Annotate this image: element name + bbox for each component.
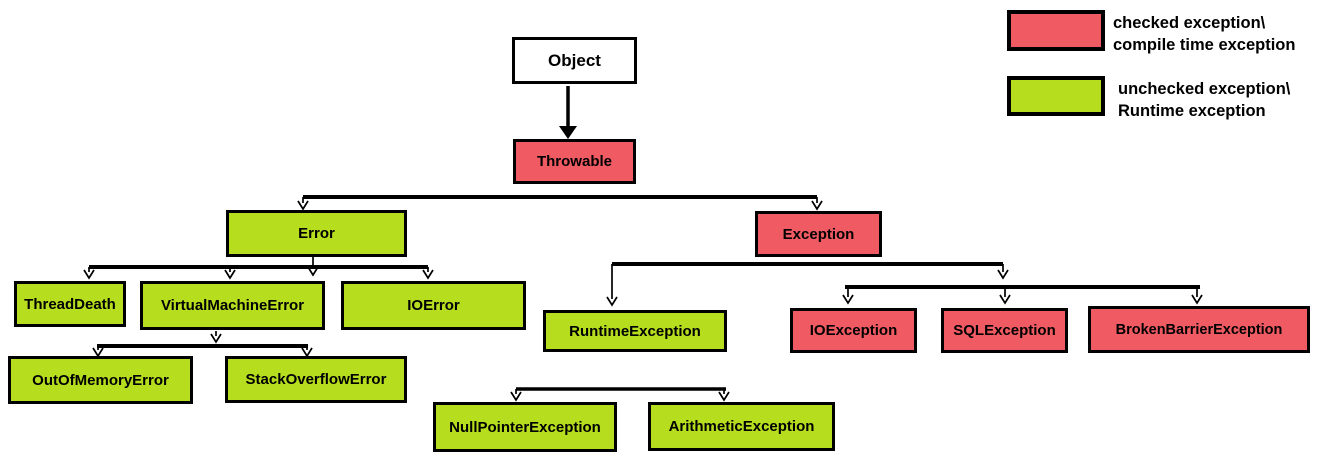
- legend-label-checked-line1: checked exception\: [1113, 14, 1266, 32]
- node-sql-exception: SQLException: [941, 308, 1068, 353]
- legend-label-checked-line2: compile time exception: [1113, 36, 1296, 54]
- edge-throwable-children: [297, 195, 823, 210]
- node-throwable: Throwable: [513, 139, 636, 184]
- legend-label-checked: checked exception\ compile time exceptio…: [1113, 12, 1295, 56]
- edge-exception-children: [606, 262, 1203, 306]
- node-null-pointer-exception: NullPointerException: [433, 402, 617, 452]
- node-error: Error: [226, 210, 407, 257]
- node-broken-barrier-exception: BrokenBarrierException: [1088, 306, 1310, 353]
- edge-vme-children: [92, 331, 313, 357]
- edge-error-children: [83, 257, 434, 279]
- node-object: Object: [512, 37, 637, 84]
- node-io-exception: IOException: [790, 308, 917, 353]
- legend-label-unchecked: unchecked exception\ Runtime exception: [1118, 78, 1290, 122]
- node-io-error: IOError: [341, 281, 526, 330]
- node-thread-death: ThreadDeath: [14, 281, 126, 327]
- node-stack-overflow-error: StackOverflowError: [225, 356, 407, 403]
- legend-swatch-checked: [1007, 10, 1105, 51]
- node-out-of-memory-error: OutOfMemoryError: [8, 356, 193, 404]
- edge-runtime-children: [510, 387, 730, 401]
- node-arithmetic-exception: ArithmeticException: [648, 402, 835, 451]
- edge-object-throwable: [559, 86, 577, 139]
- legend-label-unchecked-line1: unchecked exception\: [1118, 80, 1291, 98]
- node-runtime-exception: RuntimeException: [543, 310, 727, 352]
- node-exception: Exception: [755, 211, 882, 257]
- node-virtual-machine-error: VirtualMachineError: [140, 281, 325, 330]
- legend-label-unchecked-line2: Runtime exception: [1118, 102, 1266, 120]
- legend-swatch-unchecked: [1007, 76, 1105, 116]
